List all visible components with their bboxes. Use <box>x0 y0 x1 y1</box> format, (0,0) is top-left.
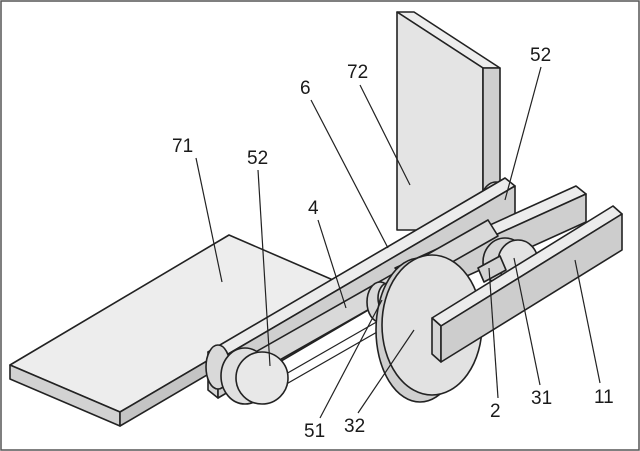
leader-71 <box>195 157 223 283</box>
leader-6 <box>310 99 389 249</box>
label-51: 51 <box>304 421 325 442</box>
front-pulley-52 <box>205 344 289 405</box>
leader-52a <box>257 169 271 367</box>
leader-31 <box>513 257 541 386</box>
leader-11 <box>574 259 601 384</box>
label-52-back: 52 <box>530 45 551 66</box>
label-11: 11 <box>594 387 614 408</box>
front-bar-11 <box>431 205 623 363</box>
leader-lines <box>195 66 601 419</box>
leader-52b <box>504 66 542 201</box>
leader-4 <box>317 219 347 309</box>
label-32: 32 <box>344 416 365 437</box>
label-72: 72 <box>347 62 368 83</box>
leader-72 <box>359 84 411 186</box>
label-4: 4 <box>308 198 319 219</box>
label-2: 2 <box>490 401 501 422</box>
leader-2 <box>488 267 499 399</box>
part-labels: 71 52 4 6 72 52 51 32 2 31 11 <box>172 45 614 442</box>
leader-32 <box>357 329 415 414</box>
leader-51 <box>319 299 383 419</box>
shaft-2 <box>477 255 507 283</box>
label-71: 71 <box>172 136 193 157</box>
label-6: 6 <box>300 78 311 99</box>
label-31: 31 <box>531 388 552 409</box>
label-52-front: 52 <box>247 148 268 169</box>
